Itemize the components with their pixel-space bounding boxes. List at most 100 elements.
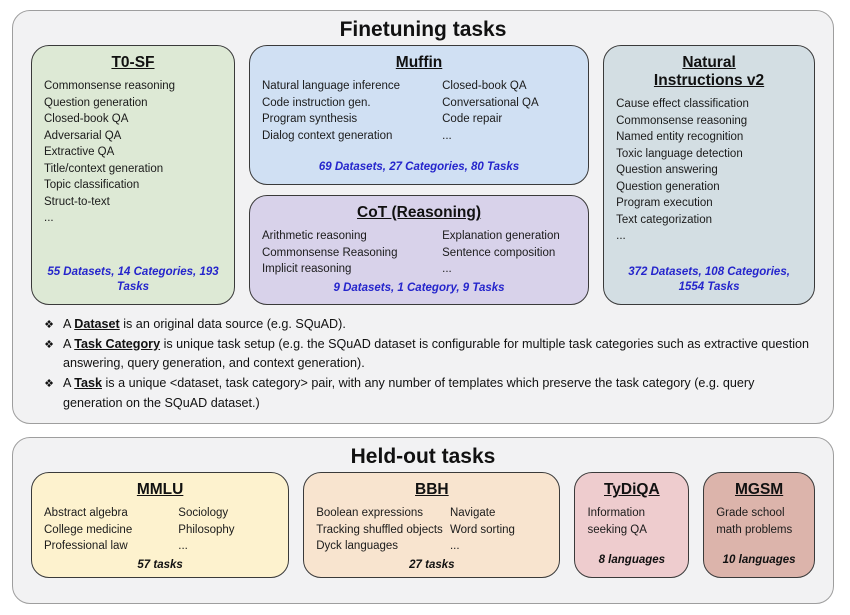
t0sf-title: T0-SF (111, 54, 155, 71)
list-item: Dialog context generation (261, 129, 393, 142)
list-item: Navigate (449, 507, 496, 519)
diamond-bullet-icon: ❖ (44, 338, 54, 351)
note-pre: A (63, 375, 75, 390)
definitions-list: ❖ A Dataset is an original data source (… (35, 315, 811, 413)
niv2-items: Cause effect classification Commonsense … (614, 96, 804, 245)
bbh-count: 27 tasks (409, 558, 455, 571)
muffin-items-right: Closed-book QA Conversational QA Code re… (440, 78, 578, 144)
list-item: Program execution (616, 197, 713, 210)
list-item: Text categorization (616, 213, 713, 226)
list-item: Implicit reasoning (261, 263, 352, 276)
note-term: Task Category (74, 336, 161, 351)
note-pre: A (63, 317, 75, 331)
bbh-items-right: Navigate Word sorting ... (448, 505, 550, 555)
list-item: Dyck languages (316, 540, 399, 553)
heldout-title: Held-out tasks (350, 445, 496, 468)
list-item: Topic classification (44, 179, 140, 192)
bbh-columns: Boolean expressions Tracking shuffled ob… (314, 505, 549, 555)
note-term: Task (74, 375, 102, 390)
list-item: ... (178, 540, 188, 553)
finetuning-title: Finetuning tasks (339, 18, 507, 41)
niv2-box: Natural Instructions v2 Cause effect cla… (603, 45, 815, 305)
cot-title: CoT (Reasoning) (357, 204, 482, 221)
bbh-title: BBH (415, 481, 449, 498)
note-text: A Task is a unique <dataset, task catego… (63, 374, 811, 413)
list-item: Sociology (178, 507, 229, 519)
note-dataset: ❖ A Dataset is an original data source (… (35, 315, 811, 335)
tydiqa-count: 8 languages (598, 554, 666, 567)
list-item: Cause effect classification (616, 98, 749, 110)
list-item: ... (44, 212, 54, 225)
note-post: is an original data source (e.g. SQuAD). (119, 317, 346, 331)
mmlu-columns: Abstract algebra College medicine Profes… (42, 505, 278, 555)
list-item: Question generation (44, 96, 148, 109)
t0sf-count: 55 Datasets, 14 Categories, 193 Tasks (47, 265, 219, 294)
list-item: College medicine (44, 523, 133, 536)
tydiqa-items: Information seeking QA (585, 505, 678, 538)
list-item: Tracking shuffled objects (316, 523, 443, 536)
cot-items-right: Explanation generation Sentence composit… (440, 228, 578, 278)
note-text: A Dataset is an original data source (e.… (63, 315, 811, 335)
cot-columns: Arithmetic reasoning Commonsense Reasoni… (260, 228, 578, 278)
mmlu-items-left: Abstract algebra College medicine Profes… (42, 505, 176, 555)
tydiqa-title: TyDiQA (603, 481, 660, 498)
finetuning-boxes-row: T0-SF Commonsense reasoning Question gen… (31, 45, 815, 305)
list-item: ... (449, 540, 460, 553)
muffin-columns: Natural language inference Code instruct… (260, 78, 578, 144)
list-item: Abstract algebra (44, 507, 128, 519)
list-item: Sentence composition (442, 246, 556, 259)
note-post: is unique task setup (e.g. the SQuAD dat… (63, 336, 810, 371)
mgsm-title: MGSM (734, 481, 784, 498)
list-item: Commonsense reasoning (616, 114, 748, 127)
mgsm-box: MGSM Grade school math problems 10 langu… (703, 472, 815, 578)
finetuning-middle-column: Muffin Natural language inference Code i… (248, 45, 590, 305)
list-item: Toxic language detection (616, 147, 743, 160)
list-item: Closed-book QA (44, 113, 129, 126)
mmlu-box: MMLU Abstract algebra College medicine P… (31, 472, 290, 578)
mgsm-count: 10 languages (722, 554, 796, 567)
finetuning-panel: Finetuning tasks T0-SF Commonsense reaso… (12, 10, 834, 424)
list-item: Arithmetic reasoning (261, 230, 367, 242)
list-item: Information seeking QA (587, 507, 647, 536)
diamond-bullet-icon: ❖ (44, 377, 54, 390)
list-item: Question answering (616, 164, 718, 177)
muffin-items-left: Natural language inference Code instruct… (260, 78, 440, 144)
list-item: Closed-book QA (442, 80, 527, 92)
list-item: Commonsense reasoning (44, 80, 176, 92)
list-item: Natural language inference (261, 80, 401, 92)
list-item: Struct-to-text (44, 195, 110, 208)
list-item: Commonsense Reasoning (261, 246, 398, 259)
list-item: Question generation (616, 180, 720, 193)
list-item: Code repair (442, 113, 503, 126)
mmlu-items-right: Sociology Philosophy ... (176, 505, 278, 555)
list-item: ... (442, 129, 452, 142)
note-post: is a unique <dataset, task category> pai… (63, 375, 755, 410)
note-pre: A (63, 336, 75, 351)
list-item: ... (616, 230, 626, 243)
cot-box: CoT (Reasoning) Arithmetic reasoning Com… (248, 195, 590, 305)
niv2-title: Natural Instructions v2 (653, 54, 765, 89)
list-item: Adversarial QA (44, 129, 122, 142)
list-item: Conversational QA (442, 96, 539, 109)
list-item: Grade school math problems (716, 507, 793, 536)
heldout-boxes-row: MMLU Abstract algebra College medicine P… (31, 472, 815, 578)
list-item: Explanation generation (442, 230, 560, 242)
mmlu-count: 57 tasks (137, 558, 183, 571)
heldout-panel: Held-out tasks MMLU Abstract algebra Col… (12, 437, 834, 604)
t0sf-items: Commonsense reasoning Question generatio… (42, 78, 224, 227)
list-item: Extractive QA (44, 146, 115, 159)
diamond-bullet-icon: ❖ (44, 319, 54, 331)
tydiqa-box: TyDiQA Information seeking QA 8 language… (574, 472, 690, 578)
list-item: Code instruction gen. (261, 96, 371, 109)
note-task: ❖ A Task is a unique <dataset, task cate… (35, 374, 811, 413)
list-item: Title/context generation (44, 162, 164, 175)
bbh-box: BBH Boolean expressions Tracking shuffle… (303, 472, 561, 578)
list-item: ... (442, 263, 452, 276)
bbh-items-left: Boolean expressions Tracking shuffled ob… (314, 505, 448, 555)
muffin-count: 69 Datasets, 27 Categories, 80 Tasks (318, 161, 520, 174)
list-item: Program synthesis (261, 113, 358, 126)
list-item: Boolean expressions (316, 507, 423, 519)
list-item: Professional law (44, 540, 128, 553)
list-item: Named entity recognition (616, 131, 744, 144)
note-task-category: ❖ A Task Category is unique task setup (… (35, 335, 811, 374)
